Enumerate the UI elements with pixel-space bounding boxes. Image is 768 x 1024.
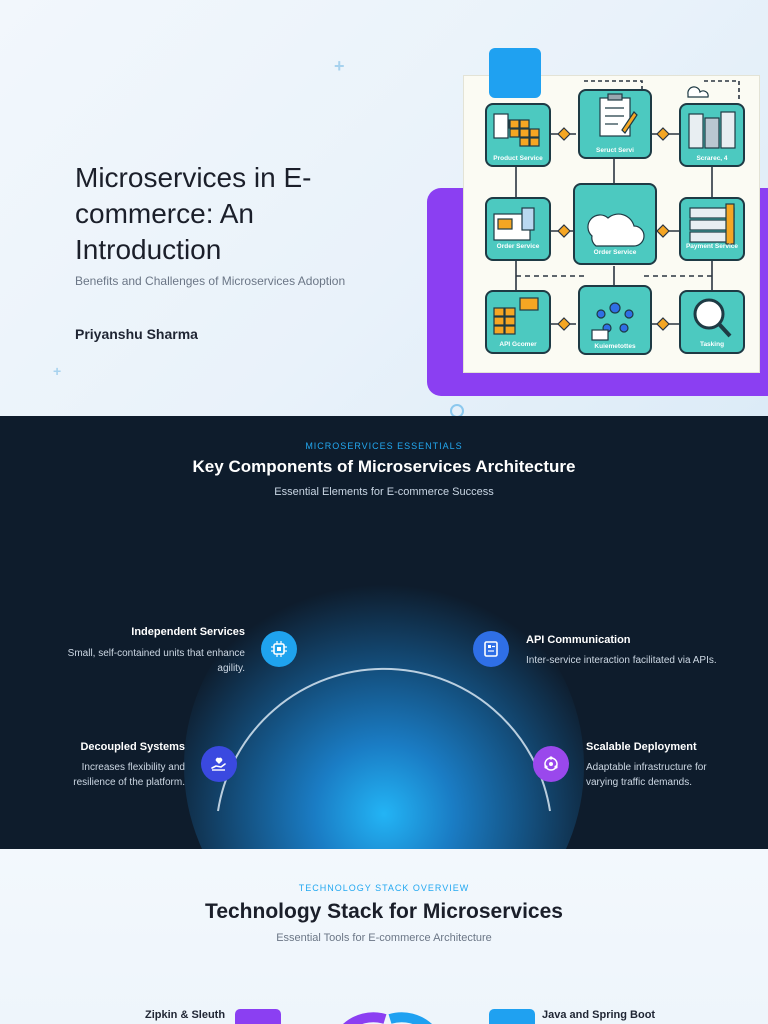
- chip-icon: [261, 631, 297, 667]
- component-title: API Communication: [526, 634, 631, 646]
- author-name: Priyanshu Sharma: [75, 326, 198, 342]
- network-icon: [533, 746, 569, 782]
- component-title: Decoupled Systems: [80, 741, 185, 753]
- svg-text:Kuiemetottes: Kuiemetottes: [594, 343, 636, 350]
- plus-decoration: +: [334, 56, 345, 76]
- section-kicker: TECHNOLOGY STACK OVERVIEW: [298, 883, 470, 893]
- tech-item-label: Zipkin & Sleuth: [145, 1009, 226, 1021]
- title-slide: + + Microservices in E-commerce: An Intr…: [0, 0, 768, 416]
- component-desc: Inter-service interaction facilitated vi…: [526, 655, 717, 666]
- slide-title: Microservices in E-commerce: An Introduc…: [75, 162, 312, 265]
- circle-decoration: [450, 404, 464, 416]
- component-title: Independent Services: [131, 626, 245, 638]
- component-title: Scalable Deployment: [586, 741, 697, 753]
- component-desc: Small, self-contained units that enhance…: [67, 648, 245, 674]
- plus-decoration: +: [53, 363, 62, 379]
- section-subtitle: Essential Elements for E-commerce Succes…: [274, 486, 494, 498]
- arc-decoration: [217, 667, 551, 812]
- architecture-illustration: Product Service Seruct Servi Scrarec, 4 …: [463, 75, 760, 373]
- section-kicker: MICROSERVICES ESSENTIALS: [305, 441, 463, 451]
- svg-text:Product Service: Product Service: [493, 155, 543, 162]
- svg-text:Order Service: Order Service: [497, 243, 540, 250]
- components-slide: MICROSERVICES ESSENTIALS Key Components …: [0, 416, 768, 849]
- tech-item-badge: [235, 1009, 281, 1024]
- tech-item-label: Java and Spring Boot: [542, 1009, 656, 1021]
- section-subtitle: Essential Tools for E-commerce Architect…: [276, 932, 492, 944]
- svg-text:API Gcomer: API Gcomer: [499, 341, 537, 348]
- slide-subtitle: Benefits and Challenges of Microservices…: [75, 274, 346, 288]
- component-desc: Adaptable infrastructure for varying tra…: [586, 762, 707, 788]
- svg-text:Scrarec, 4: Scrarec, 4: [696, 155, 727, 162]
- donut-chart-decoration: [343, 1012, 432, 1024]
- svg-text:Order Service: Order Service: [594, 249, 637, 256]
- section-title: Technology Stack for Microservices: [205, 900, 563, 923]
- component-desc: Increases flexibility and resilience of …: [73, 762, 185, 788]
- hand-icon: [201, 746, 237, 782]
- api-doc-icon: [473, 631, 509, 667]
- section-title: Key Components of Microservices Architec…: [192, 457, 576, 476]
- svg-text:Seruct Servi: Seruct Servi: [596, 147, 634, 154]
- svg-text:Tasking: Tasking: [700, 341, 724, 348]
- blue-accent-square: [489, 48, 541, 98]
- tech-item-badge: [489, 1009, 535, 1024]
- tech-stack-slide: TECHNOLOGY STACK OVERVIEW Technology Sta…: [0, 849, 768, 1024]
- svg-text:Payment Service: Payment Service: [686, 243, 738, 250]
